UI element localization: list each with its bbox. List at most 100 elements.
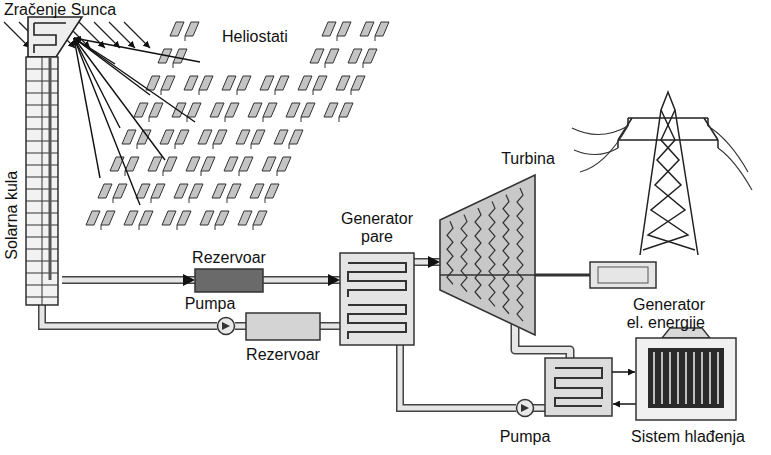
sun-radiation-label: Zračenje Sunca	[4, 1, 116, 19]
pump-mark	[521, 404, 529, 412]
node-outline	[516, 399, 534, 417]
node-outline	[217, 317, 235, 335]
condensate-pipe	[533, 408, 546, 409]
node-label: Generator pare	[334, 210, 420, 247]
solar-tower: Solarna kula	[22, 15, 62, 305]
pump-mark	[222, 322, 230, 330]
node-outline	[636, 328, 736, 420]
pump-symbol: Pumpa	[217, 317, 235, 335]
shaft-link	[535, 275, 590, 276]
node-label: Rezervoar	[192, 249, 266, 267]
pipe	[62, 280, 195, 281]
heliostat	[170, 22, 199, 41]
heliostat	[186, 157, 215, 176]
pipe-wall	[320, 322, 340, 330]
node-label: Rezervoar	[246, 346, 320, 364]
exchanger-coil	[348, 263, 406, 339]
pipe	[414, 262, 440, 263]
heliostat	[224, 157, 253, 176]
pipe-wall	[414, 258, 440, 266]
heliostat	[274, 130, 303, 149]
tank-body	[246, 313, 320, 340]
pipe	[235, 326, 246, 327]
cooling-flow	[612, 372, 636, 404]
heliostat-label: Heliostati	[222, 28, 288, 46]
node-label: Pumpa	[500, 428, 551, 446]
pipe-wall	[235, 322, 246, 330]
cooling-system: Sistem hlađenja	[636, 328, 736, 420]
pipe-bore	[320, 324, 340, 329]
heliostat	[348, 49, 377, 68]
cooling-body	[636, 338, 736, 420]
heliostat	[360, 22, 389, 41]
heliostat	[134, 103, 163, 122]
receiver	[28, 17, 82, 57]
pipe-wall	[62, 276, 195, 284]
pipe	[263, 280, 340, 281]
turbine: Turbina	[440, 175, 535, 335]
node-outline	[340, 253, 414, 345]
node-label: Turbina	[501, 150, 555, 168]
pump-body	[517, 400, 534, 417]
node-outline	[440, 175, 535, 335]
node-label: Generator el. energije	[619, 296, 705, 333]
heliostat	[210, 103, 239, 122]
pipe-bore	[62, 278, 195, 283]
heliostat	[184, 76, 213, 95]
pump-symbol: Pumpa	[516, 399, 534, 417]
heliostat	[336, 76, 365, 95]
heliostat	[322, 22, 351, 41]
heliostat	[148, 157, 177, 176]
node-outline	[195, 269, 263, 292]
pipe	[320, 326, 340, 327]
heliostat	[98, 184, 127, 203]
pipe-bore	[235, 324, 246, 329]
heliostat	[160, 130, 189, 149]
node-label: Sistem hlađenja	[631, 428, 745, 446]
node-label: Solarna kula	[3, 171, 21, 260]
hot-tank: Rezervoar	[195, 269, 263, 292]
exchanger-body	[340, 253, 414, 345]
heliostat	[286, 103, 315, 122]
heliostat	[86, 211, 115, 230]
cooling-fins	[654, 352, 718, 404]
turbine-blades	[447, 188, 523, 321]
heliostat	[262, 157, 291, 176]
heliostat-field	[86, 22, 389, 230]
cooling-core	[648, 348, 724, 408]
heliostat	[310, 49, 339, 68]
heliostat	[260, 76, 289, 95]
heliostat	[250, 184, 279, 203]
node-outline	[246, 313, 320, 340]
turbine-shaft	[440, 274, 535, 276]
power-lines	[572, 126, 752, 190]
cooling-hood	[662, 328, 710, 338]
node-label: Pumpa	[185, 295, 236, 313]
heliostat	[324, 103, 353, 122]
pipe-wall	[263, 276, 340, 284]
steam-generator: Generator pare	[340, 253, 414, 345]
heliostat	[212, 184, 241, 203]
electric-generator: Generator el. energije	[590, 262, 656, 288]
tower-column	[26, 57, 58, 305]
condenser	[545, 358, 612, 416]
pipe	[400, 345, 516, 408]
tank-body	[195, 269, 263, 292]
heliostat	[172, 103, 201, 122]
pipe-bore	[263, 278, 340, 283]
pipe-bore	[400, 345, 516, 408]
cold-tank: Rezervoar	[246, 313, 320, 340]
heliostat	[198, 130, 227, 149]
heliostat	[238, 211, 267, 230]
node-outline	[590, 262, 656, 288]
pump-body	[218, 318, 235, 335]
generator-stator	[598, 267, 648, 283]
reflected-rays	[74, 38, 200, 205]
heliostat	[236, 130, 265, 149]
heliostat	[124, 211, 153, 230]
heliostat	[162, 211, 191, 230]
heliostat	[248, 103, 277, 122]
generator-body	[590, 262, 656, 288]
transmission-pylon	[618, 92, 718, 255]
